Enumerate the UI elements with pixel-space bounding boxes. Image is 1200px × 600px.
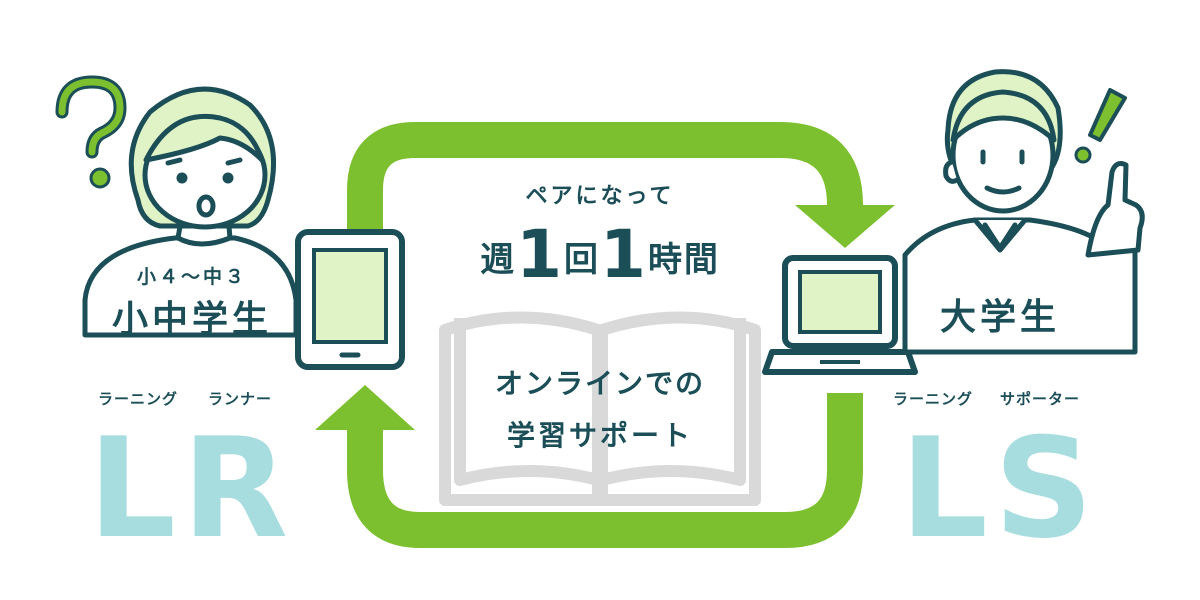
book-line-2: 学習サポート	[506, 419, 694, 452]
question-mark-icon	[55, 75, 127, 189]
lr-ruby-left: ラーニング	[98, 390, 179, 408]
university-role-label: 大学生	[939, 297, 1061, 338]
ls-abbreviation: LS	[900, 408, 1100, 569]
frequency-week: 週	[480, 240, 517, 280]
frequency-label: 週1回1時間	[480, 222, 720, 288]
frequency-hour: 時間	[647, 240, 720, 280]
book-line-1: オンラインでの	[494, 367, 706, 400]
frequency-hours-count: 1	[600, 216, 648, 293]
ls-ruby-left: ラーニング	[893, 390, 974, 408]
frequency-count: 1	[516, 216, 564, 293]
lr-abbreviation: LR	[88, 408, 295, 569]
tablet-icon	[295, 229, 405, 370]
exclamation-mark-icon	[1074, 88, 1127, 164]
student-role-label: 小中学生	[111, 299, 273, 340]
laptop-icon	[762, 255, 918, 375]
grade-label: 小４〜中３	[136, 266, 248, 288]
frequency-times: 回	[564, 240, 600, 280]
student-figure	[82, 86, 299, 338]
university-student-figure	[902, 69, 1145, 355]
arrow-top-icon	[347, 122, 895, 248]
arrow-bottom-icon	[315, 385, 863, 548]
ls-ruby-right: サポーター	[1000, 390, 1081, 408]
lr-ruby-right: ランナー	[208, 390, 273, 408]
open-book-icon	[439, 311, 761, 506]
pair-label: ペアになって	[525, 184, 675, 209]
